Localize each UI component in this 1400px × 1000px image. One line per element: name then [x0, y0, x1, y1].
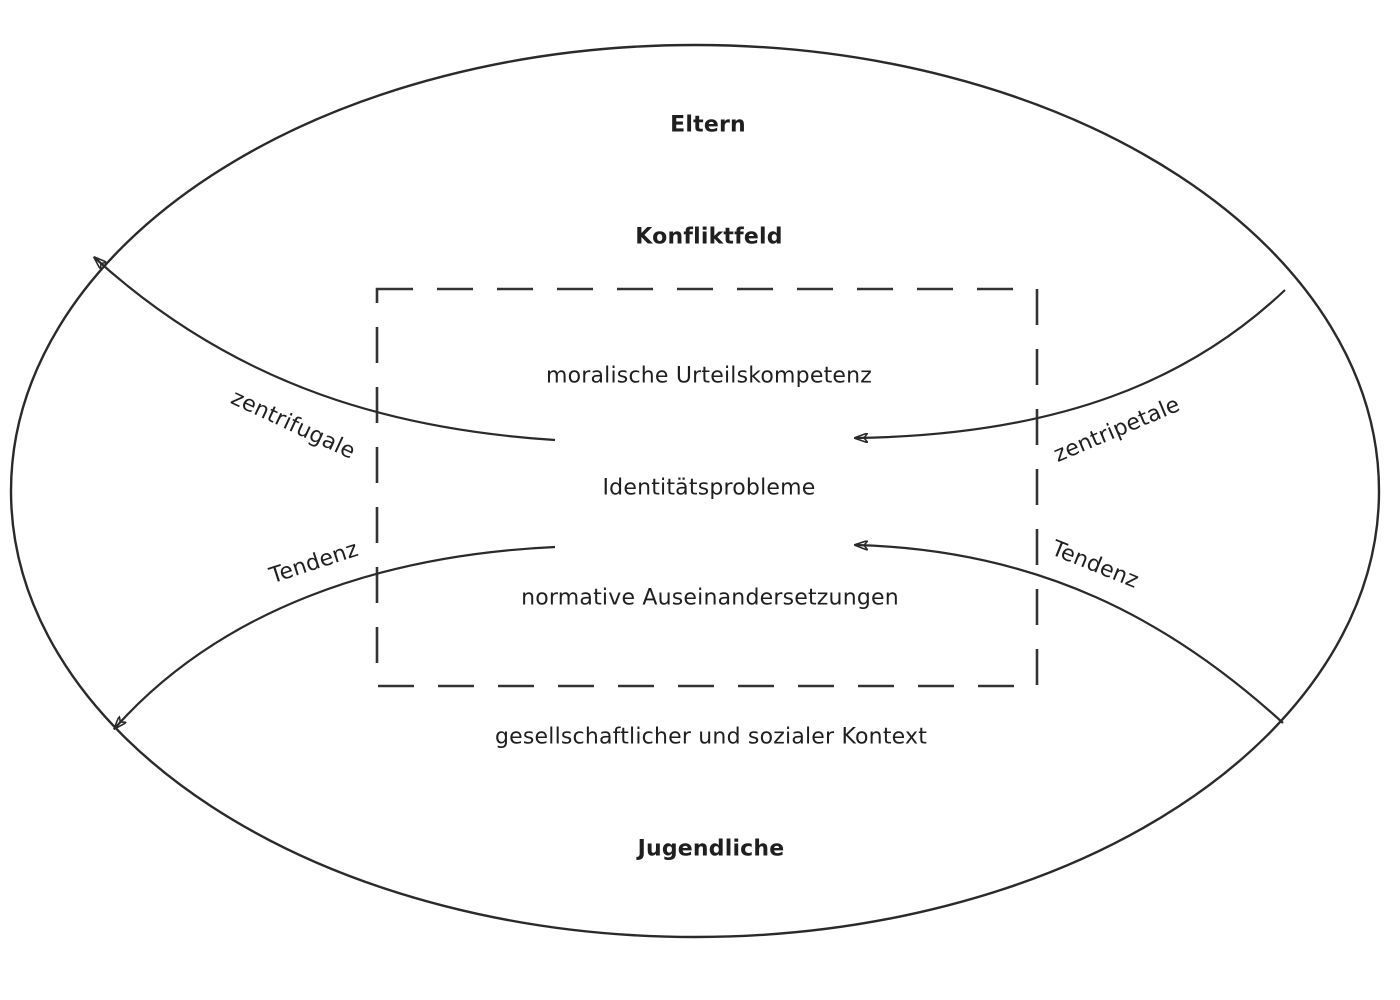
label-identitaetsprobleme: Identitätsprobleme [602, 475, 816, 501]
arrow-left-lower [115, 545, 556, 728]
label-kontext: gesellschaftlicher und sozialer Kontext [494, 724, 928, 750]
arrow-right-lower [856, 545, 1284, 724]
arrow-left-upper [95, 258, 556, 442]
label-urteilskompetenz: moralische Urteilskompetenz [545, 363, 873, 389]
arrow-right-upper [856, 289, 1286, 438]
label-normative: normative Auseinandersetzungen [521, 585, 899, 611]
label-konfliktfeld: Konfliktfeld [635, 224, 783, 250]
label-jugendliche: Jugendliche [637, 836, 785, 862]
outer-ellipse [9, 43, 1381, 939]
inner-dashed-box [375, 287, 1039, 688]
label-eltern: Eltern [670, 112, 746, 138]
